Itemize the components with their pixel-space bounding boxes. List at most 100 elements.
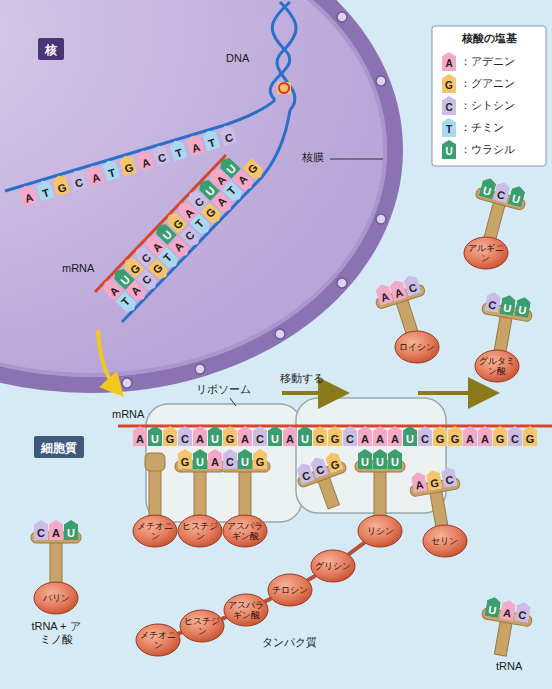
- part-label: mRNA: [112, 408, 144, 421]
- highlight-ring: [279, 83, 289, 93]
- base-letter: A: [171, 239, 185, 253]
- base-tag: U: [64, 520, 78, 540]
- bead-outline: [180, 610, 224, 642]
- nucleus: [0, 0, 395, 385]
- base-tag: U: [298, 426, 312, 446]
- base-letter: C: [223, 130, 234, 144]
- base-letter: U: [518, 303, 528, 316]
- base-tag: A: [283, 426, 297, 446]
- part-label: 移動する: [280, 372, 324, 385]
- base-letter: C: [192, 195, 206, 209]
- base-letter: U: [67, 527, 75, 539]
- base-letter: G: [150, 261, 165, 275]
- base-tag: G: [118, 153, 137, 176]
- peptide-bond: [266, 599, 271, 601]
- base-letter: G: [226, 433, 235, 445]
- region-name: 核: [45, 43, 57, 57]
- region-label-box: 細胞質: [34, 436, 84, 458]
- trna-stem: [149, 469, 161, 517]
- base-letter: A: [379, 290, 390, 304]
- swatch-letter: U: [445, 146, 452, 158]
- part-label: tRNA: [496, 660, 522, 673]
- bead-outline: [423, 525, 467, 557]
- nuclear-pore: [275, 329, 285, 339]
- base-tag: U: [514, 296, 531, 318]
- base-letter: C: [421, 433, 429, 445]
- base-tag: U: [403, 426, 417, 446]
- bead-outline: [475, 350, 519, 382]
- base-tag: A: [133, 426, 147, 446]
- base-letter: A: [391, 433, 399, 445]
- amino-acid-name: ヒスチジン: [182, 521, 218, 541]
- base-tag: U: [148, 426, 162, 446]
- amino-acid-bead: バリン: [33, 581, 79, 615]
- amino-acid-name: アルギニン: [468, 243, 504, 263]
- base-letter: A: [149, 239, 163, 253]
- base-tag: G: [52, 173, 71, 196]
- base-tag: A: [500, 599, 517, 621]
- base-letter: G: [316, 433, 325, 445]
- trna-body: [355, 461, 405, 517]
- swatch-letter: T: [446, 124, 452, 136]
- base-letter: U: [151, 433, 159, 445]
- base-letter: A: [286, 433, 294, 445]
- base-letter: G: [526, 433, 535, 445]
- base-tag: C: [34, 520, 48, 540]
- base-letter: C: [73, 175, 84, 189]
- base-letter: U: [241, 456, 249, 468]
- base-letter: C: [181, 433, 189, 445]
- base-letter: G: [128, 261, 143, 275]
- region-label-box: 核: [38, 38, 64, 60]
- base-tag: C: [418, 426, 432, 446]
- bead-outline: [224, 594, 268, 626]
- leader-line: [330, 159, 383, 160]
- base-letter: T: [174, 145, 184, 158]
- base-letter: G: [429, 476, 440, 489]
- trna-stem: [374, 469, 386, 517]
- peptide-bond: [308, 576, 314, 580]
- bead-outline: [358, 515, 402, 547]
- base-letter: C: [444, 473, 454, 486]
- base-letter: U: [271, 433, 279, 445]
- base-letter: T: [225, 184, 238, 197]
- trna-stem: [50, 540, 62, 584]
- base-letter: C: [226, 456, 234, 468]
- base-tag: A: [185, 133, 204, 156]
- bead-outline: [311, 550, 355, 582]
- base-letter: U: [361, 456, 369, 468]
- base-letter: C: [314, 463, 326, 477]
- bead-outline: [133, 515, 177, 547]
- amino-acid-name: ロイシン: [399, 342, 435, 352]
- amino-acid-name: チロシン: [272, 585, 308, 595]
- base-tag: G: [425, 469, 442, 491]
- amino-acid-name: アスパラギン酸: [227, 521, 263, 541]
- base-tag: C: [223, 449, 237, 469]
- base-tag: C: [485, 291, 502, 313]
- base-letter: U: [211, 433, 219, 445]
- base-letter: A: [23, 190, 34, 204]
- base-tag: C: [508, 426, 522, 446]
- trna-stem: [484, 200, 506, 242]
- nuclear-pore: [195, 364, 205, 374]
- base-tag: C: [343, 426, 357, 446]
- peptide-bond: [223, 616, 226, 621]
- amino-acid-name: グルタミン酸: [479, 356, 515, 376]
- ribosome: [296, 398, 446, 513]
- legend-swatch: T: [442, 118, 456, 137]
- nuclear-membrane-inner: [0, 0, 385, 375]
- base-tag: C: [514, 601, 531, 623]
- base-letter: A: [361, 433, 369, 445]
- base-tag: U: [358, 449, 372, 469]
- dna-strand: [122, 110, 290, 322]
- base-letter: G: [328, 458, 340, 472]
- base-tag: G: [223, 426, 237, 446]
- base-letter: U: [488, 603, 498, 616]
- base-letter: G: [123, 160, 135, 174]
- amino-acid-bead: リシン: [357, 514, 403, 548]
- part-label: リボソーム: [196, 383, 251, 396]
- base-letter: A: [107, 284, 121, 298]
- base-tag: T: [102, 158, 121, 181]
- base-tag: T: [35, 178, 54, 201]
- nuclear-pore: [337, 12, 347, 22]
